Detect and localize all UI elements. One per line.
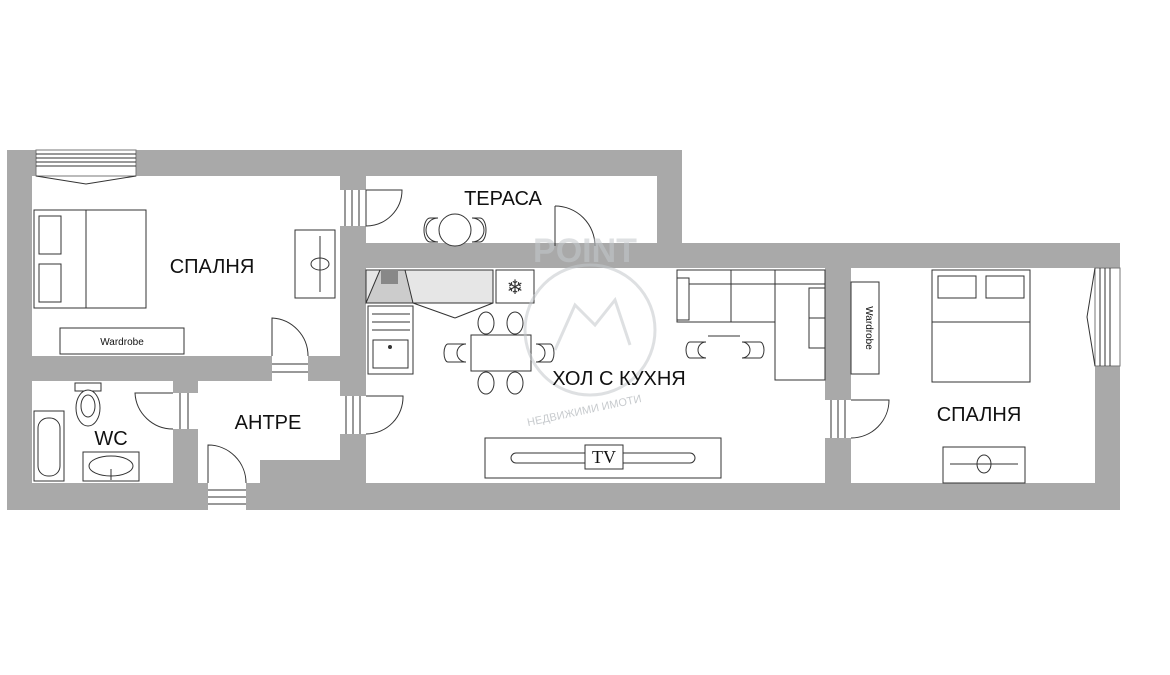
dining-table (443, 311, 555, 395)
wardrobe-right: Wardrobe (850, 281, 880, 375)
door-living-bedroom-right (825, 399, 890, 439)
tv-label: TV (592, 447, 616, 467)
sofa (676, 269, 826, 381)
door-bedroom-left-terrace (340, 189, 403, 227)
door-hall-living (340, 395, 404, 435)
room-label-terrace: ТЕРАСА (464, 188, 542, 210)
room-label-bedroom-right: СПАЛНЯ (937, 404, 1022, 426)
doors (134, 189, 890, 510)
freezer-icon: ❄ (507, 275, 524, 299)
terrace-floor (366, 176, 657, 243)
fridge: ❄ (495, 269, 535, 304)
window-bedroom-left (35, 149, 137, 185)
door-terrace-living (554, 205, 596, 247)
room-label-wc: WC (94, 428, 127, 450)
toilet (74, 382, 102, 427)
bed-right (931, 269, 1031, 383)
door-wc (134, 392, 198, 430)
room-label-living-kitchen: ХОЛ С КУХНЯ (552, 368, 686, 390)
kitchen-counter (365, 269, 494, 319)
watermark-brand: POINT (533, 232, 637, 270)
wc-sink (82, 451, 140, 482)
room-label-bedroom-left: СПАЛНЯ (170, 256, 255, 278)
window-bedroom-right (1086, 267, 1121, 367)
wardrobe-right-label: Wardrobe (863, 306, 874, 350)
sink (367, 305, 414, 375)
door-bedroom-left-hall (271, 317, 309, 381)
terrace-table (423, 213, 487, 247)
wardrobe-left-label: Wardrobe (100, 337, 144, 348)
wardrobe-left: Wardrobe (59, 327, 185, 355)
desk-left (294, 229, 336, 299)
room-label-hallway: АНТРЕ (235, 412, 302, 434)
coffee-table (685, 335, 765, 359)
door-entrance (207, 444, 247, 510)
bed-left (33, 209, 147, 309)
bathtub (33, 410, 65, 482)
desk-right (942, 446, 1026, 484)
windows (35, 149, 1121, 367)
tv-unit: TV (484, 437, 722, 479)
